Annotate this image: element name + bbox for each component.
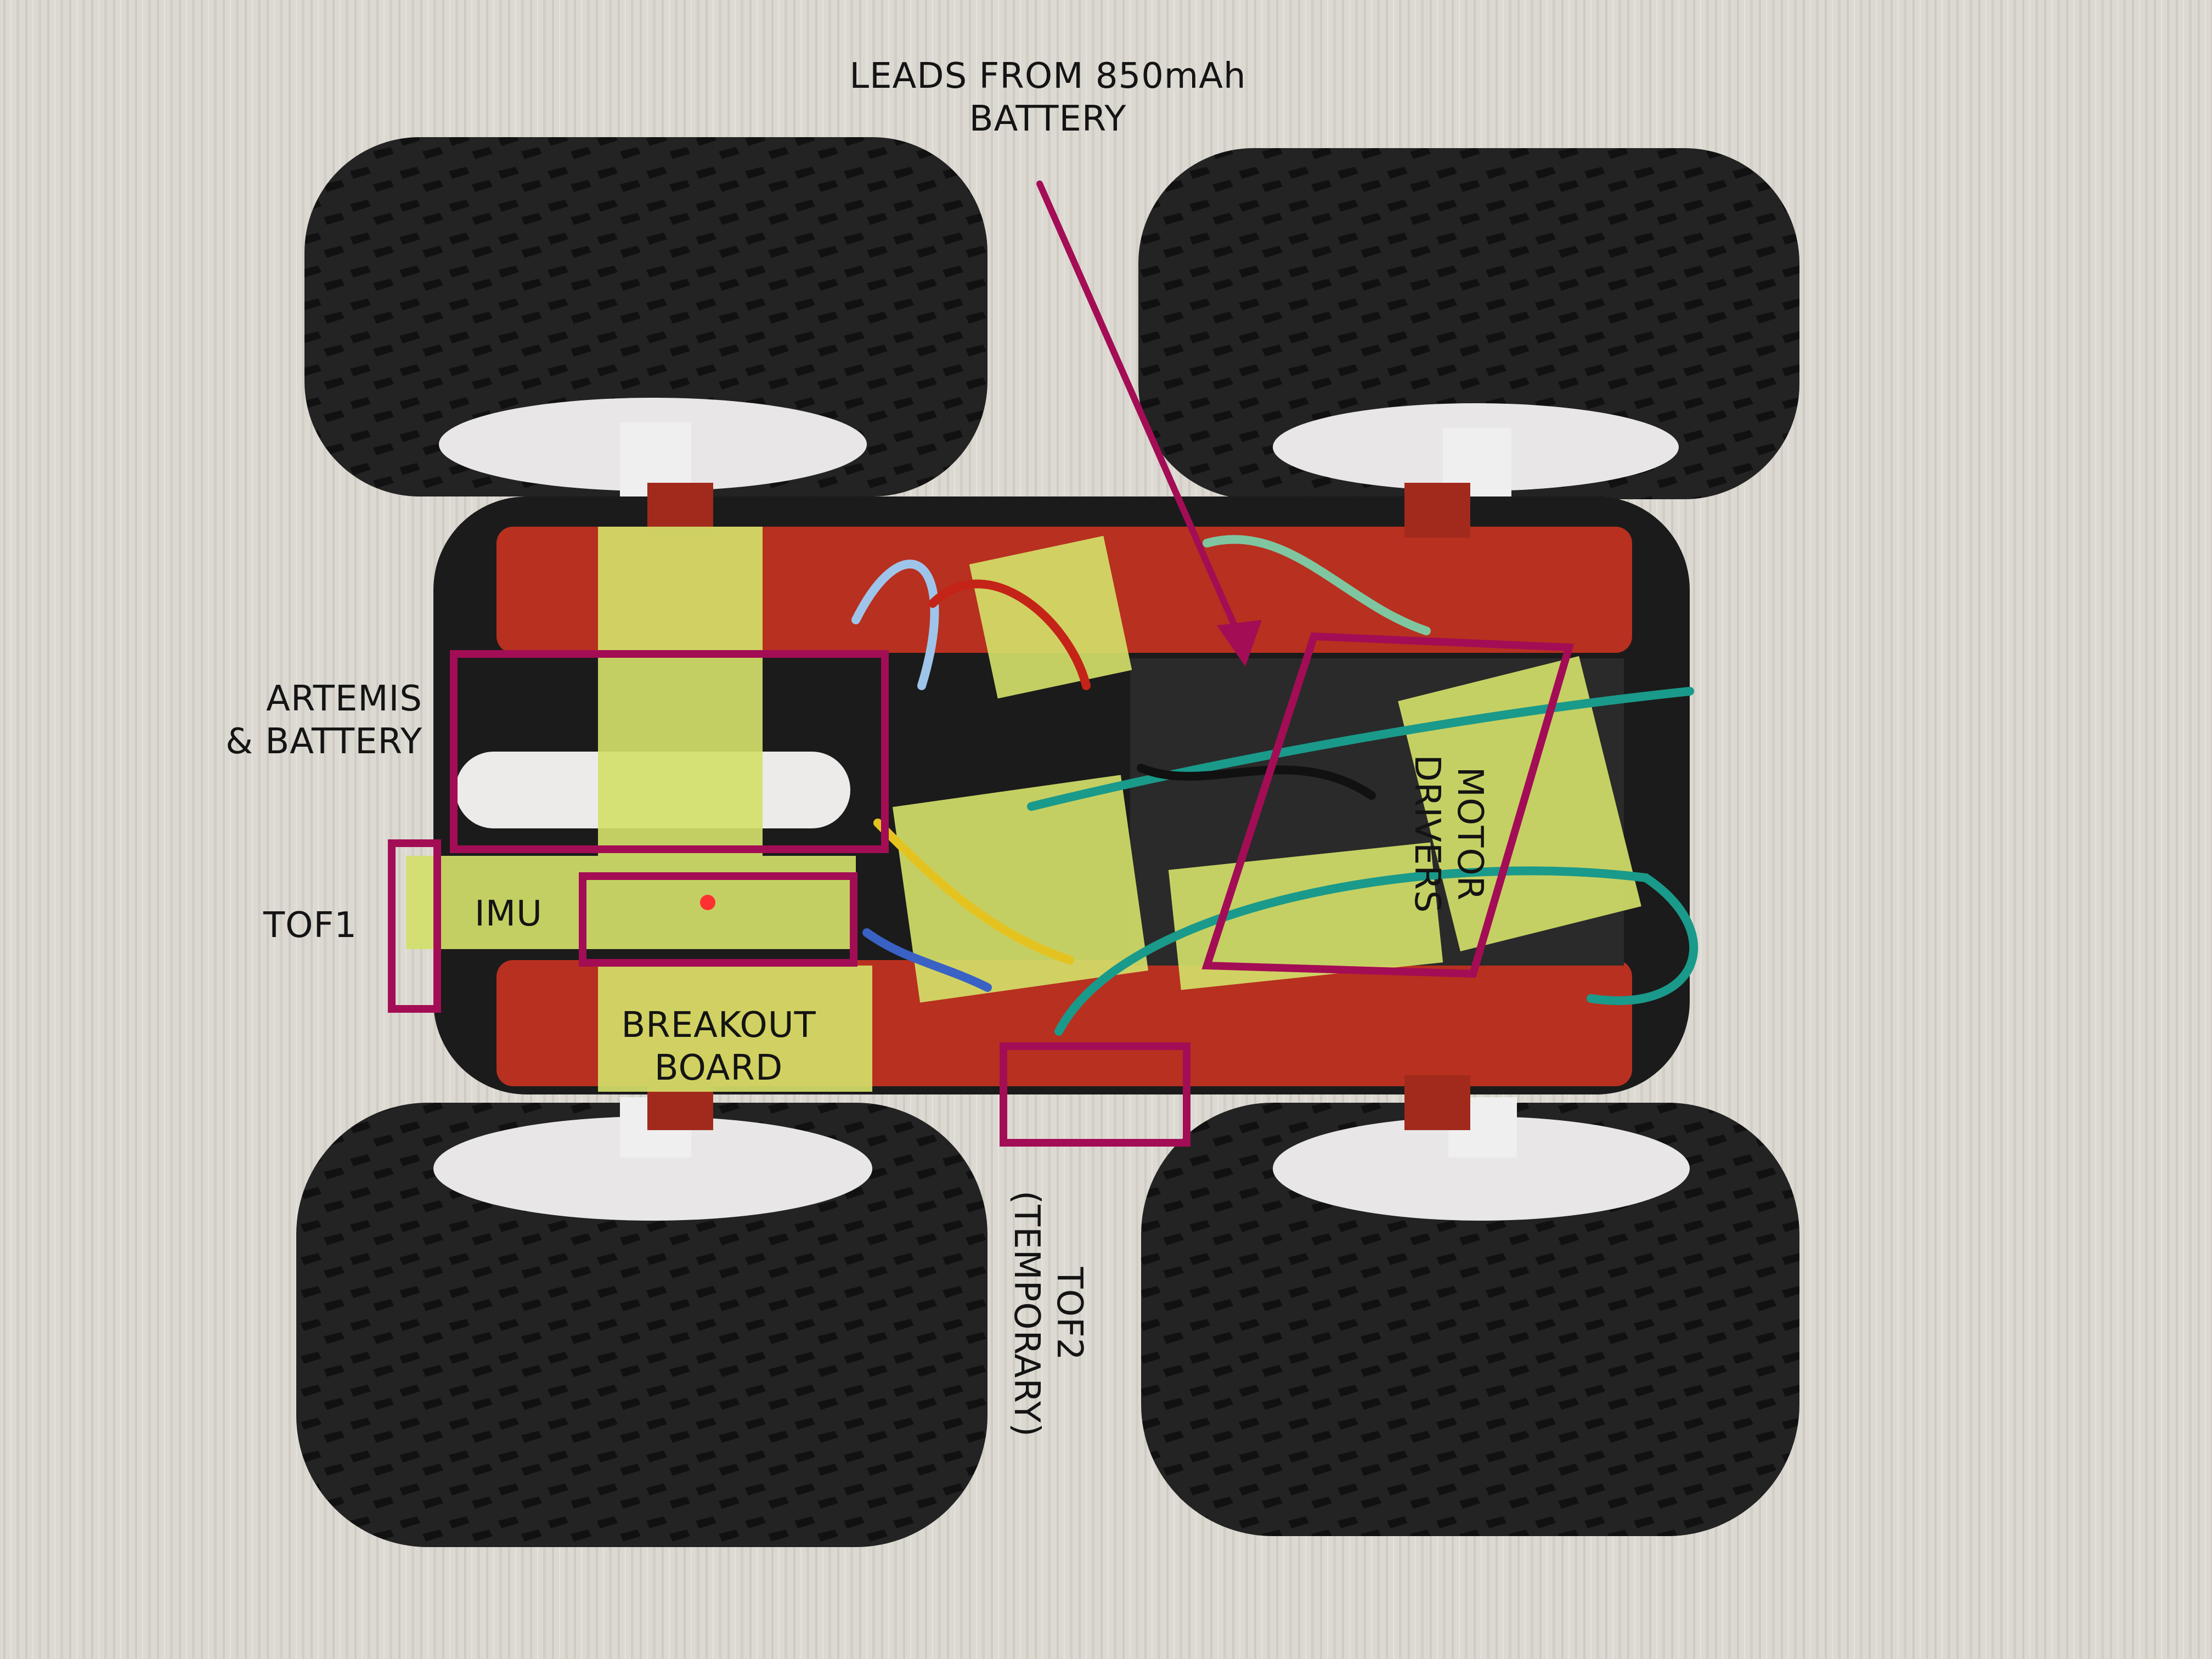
tof1-box xyxy=(388,839,441,1013)
leads-label-line2: BATTERY xyxy=(969,99,1127,139)
leads-label: LEADS FROM 850mAh BATTERY xyxy=(768,55,1328,140)
wheel-rear-right xyxy=(1141,1097,1799,1536)
motor-drivers-label-line1: MOTOR xyxy=(1449,766,1490,901)
imu-label: IMU xyxy=(475,894,543,934)
tof2-box xyxy=(1000,1042,1190,1147)
motor-drivers-label-line2: DRIVERS xyxy=(1407,754,1447,913)
leads-label-line1: LEADS FROM 850mAh xyxy=(849,56,1246,97)
imu-box xyxy=(579,872,857,967)
breakout-label: BREAKOUT BOARD xyxy=(571,1004,867,1090)
tof2-label-line2: (TEMPORARY) xyxy=(1006,1190,1047,1437)
tof2-label-line1: TOF2 xyxy=(1049,1267,1090,1361)
tof2-label: TOF2 (TEMPORARY) xyxy=(1005,1190,1091,1437)
wheel-front-left xyxy=(304,137,988,499)
breakout-label-line1: BREAKOUT xyxy=(621,1005,816,1046)
status-led xyxy=(700,895,715,910)
artemis-label-line1: ARTEMIS xyxy=(266,679,422,719)
artemis-label: ARTEMIS & BATTERY xyxy=(159,678,422,763)
tof1-label: TOF1 xyxy=(263,905,357,946)
wires xyxy=(851,535,1699,1036)
artemis-battery-box xyxy=(450,650,889,853)
wheel-front-right xyxy=(1138,148,1799,499)
wheel-rear-left xyxy=(296,1097,988,1547)
motor-drivers-label: MOTOR DRIVERS xyxy=(1406,755,1491,913)
breakout-label-line2: BOARD xyxy=(654,1048,783,1088)
arrow-annotation-icon xyxy=(1036,180,1262,667)
artemis-label-line2: & BATTERY xyxy=(225,721,422,762)
motor-drivers-box xyxy=(1201,632,1575,978)
